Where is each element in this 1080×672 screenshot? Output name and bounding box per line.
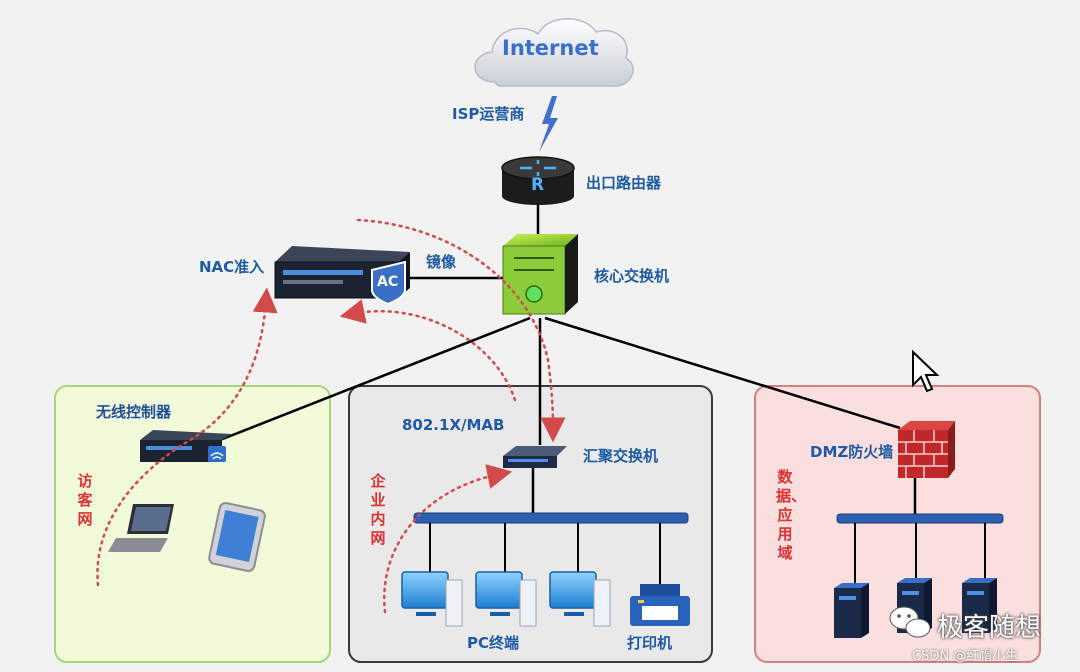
dmz-drops	[854, 523, 986, 583]
pc-terminal-icon	[475, 571, 537, 627]
server-icon	[834, 583, 869, 638]
isp-label: ISP运营商	[452, 105, 525, 123]
auth-label: 802.1X/MAB	[402, 416, 505, 434]
pc-terminal-icon	[549, 571, 611, 627]
guest-zone-label: 访客网	[77, 472, 93, 528]
wireless-controller-icon	[140, 430, 232, 462]
exit-router-icon	[501, 156, 575, 205]
isp-lightning-icon	[539, 96, 558, 152]
router-glyph: R	[531, 175, 545, 195]
tablet-icon	[208, 502, 266, 572]
mouse-cursor-icon	[912, 349, 940, 393]
aggregation-switch-icon	[503, 446, 567, 468]
aggregation-switch-label: 汇聚交换机	[583, 447, 659, 465]
mirror-label: 镜像	[426, 253, 457, 271]
router-label: 出口路由器	[586, 174, 662, 192]
server-icon	[962, 578, 997, 633]
enterprise-drops	[429, 523, 661, 584]
internet-label: Internet	[502, 36, 599, 60]
dmz-bus	[836, 513, 1004, 524]
enterprise-zone-label: 企业内网	[370, 472, 386, 547]
internet-cloud-icon	[474, 18, 634, 87]
pc-terminal-icon	[401, 571, 463, 627]
pc-terminal-label: PC终端	[467, 634, 520, 652]
traffic-paths	[96, 218, 566, 614]
dmz-zone-label: 数据、应用域	[776, 468, 807, 562]
enterprise-bus	[413, 512, 689, 524]
core-switch-label: 核心交换机	[594, 267, 670, 285]
wechat-icon	[889, 606, 931, 638]
wireless-controller-label: 无线控制器	[96, 403, 172, 421]
nac-appliance-icon	[274, 246, 410, 306]
printer-label: 打印机	[627, 634, 673, 652]
network-links	[219, 195, 917, 515]
firewall-label: DMZ防火墙	[810, 443, 894, 461]
watermark-source: CSDN @红帽小生	[912, 649, 1019, 664]
printer-icon	[630, 584, 690, 626]
guest-zone	[54, 385, 331, 663]
laptop-icon	[108, 504, 174, 552]
nac-badge: AC	[377, 274, 399, 290]
firewall-icon	[898, 421, 955, 478]
core-switch-icon	[502, 234, 578, 315]
nac-label: NAC准入	[199, 258, 265, 276]
watermark-brand: 极客随想	[937, 613, 1042, 643]
